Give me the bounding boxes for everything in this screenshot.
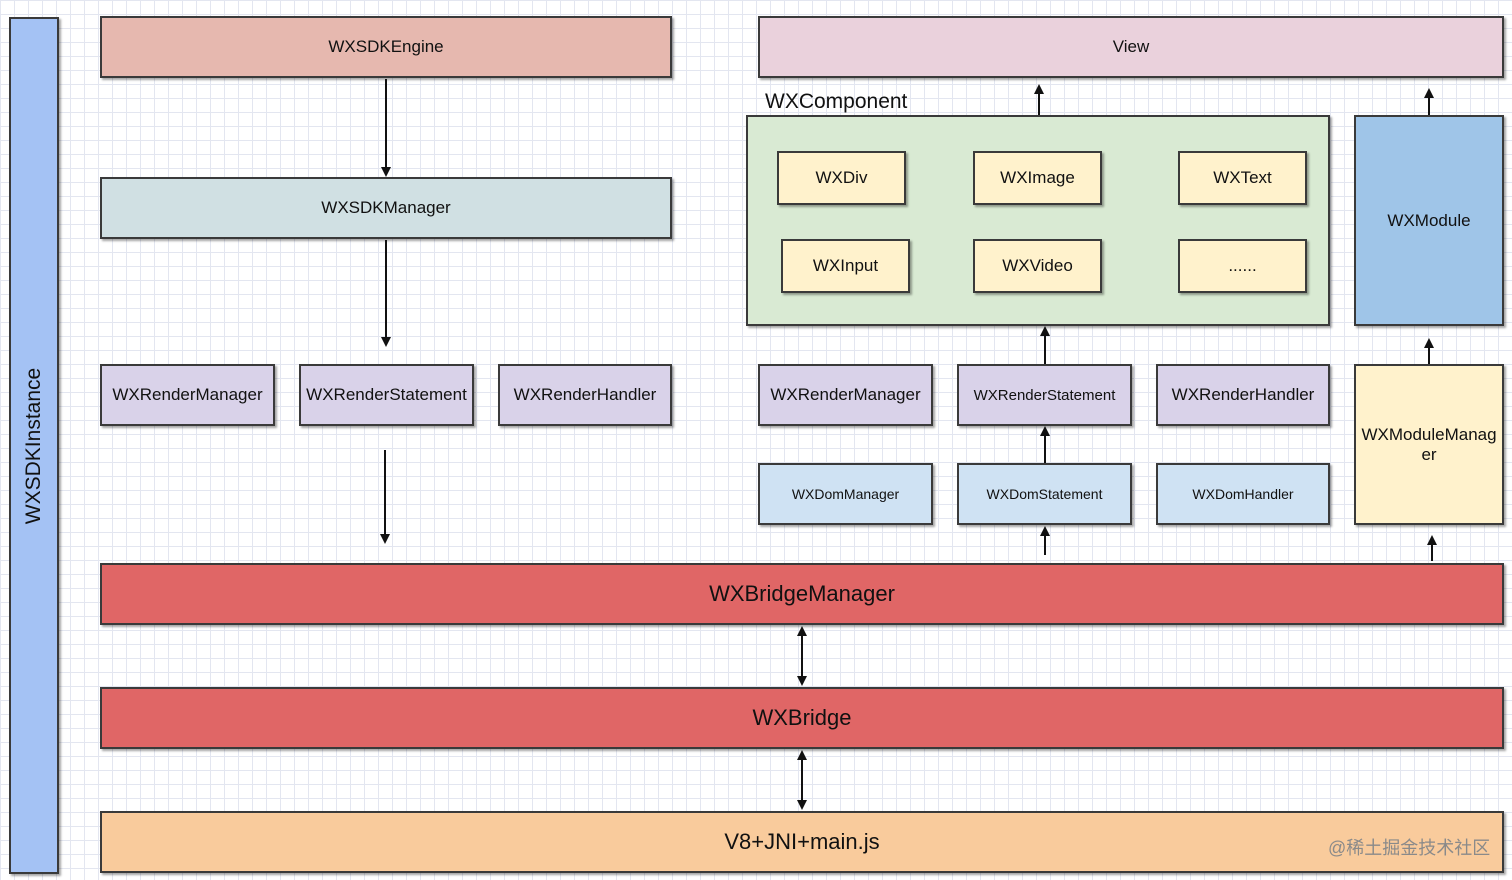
left-render-statement-box: WXRenderStatement	[299, 364, 474, 426]
wxmodulemanager-box: WXModuleManag er	[1354, 364, 1504, 525]
wxsdkinstance-bar: WXSDKInstance	[9, 17, 59, 874]
wxmodulemanager-label: WXModuleManag er	[1361, 424, 1497, 464]
wxdommanager-box: WXDomManager	[758, 463, 933, 525]
wxbridge-box: WXBridge	[100, 687, 1504, 749]
right-render-statement-box: WXRenderStatement	[957, 364, 1132, 426]
watermark-text: @稀土掘金技术社区	[1328, 838, 1491, 858]
wxsdkmanager-box: WXSDKManager	[100, 177, 672, 239]
wxsdkengine-box: WXSDKEngine	[100, 16, 672, 78]
wxcomponent-title: WXComponent	[765, 90, 908, 113]
left-render-manager-box: WXRenderManager	[100, 364, 275, 426]
wxdomstatement-box: WXDomStatement	[957, 463, 1132, 525]
component-item-wximage: WXImage	[973, 151, 1102, 205]
wxmodule-box: WXModule	[1354, 115, 1504, 326]
component-item-wxvideo: WXVideo	[973, 239, 1102, 293]
right-render-manager-box: WXRenderManager	[758, 364, 933, 426]
runtime-box: V8+JNI+main.js	[100, 811, 1504, 873]
component-item-wxdiv: WXDiv	[777, 151, 906, 205]
component-item-wxinput: WXInput	[781, 239, 910, 293]
view-box: View	[758, 16, 1504, 78]
left-render-handler-box: WXRenderHandler	[498, 364, 672, 426]
wxbridgemanager-box: WXBridgeManager	[100, 563, 1504, 625]
component-item-wxtext: WXText	[1178, 151, 1307, 205]
right-render-handler-box: WXRenderHandler	[1156, 364, 1330, 426]
component-item-more: ......	[1178, 239, 1307, 293]
wxdomhandler-box: WXDomHandler	[1156, 463, 1330, 525]
